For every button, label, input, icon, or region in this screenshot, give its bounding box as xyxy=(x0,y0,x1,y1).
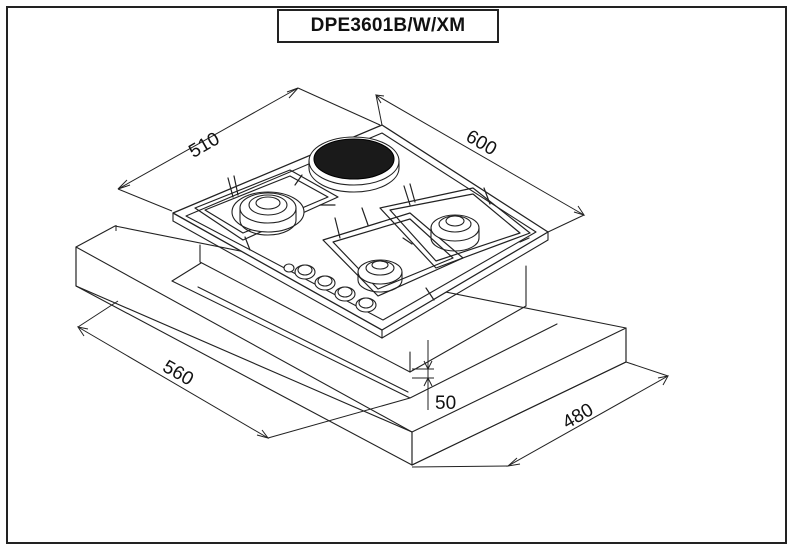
dimension-line-560 xyxy=(76,225,411,439)
control-knobs xyxy=(283,263,377,313)
electric-hotplate xyxy=(308,136,400,193)
dimension-line-50 xyxy=(412,340,434,410)
dimension-label-600: 600 xyxy=(462,126,500,160)
hob-body xyxy=(172,124,549,373)
dimension-label-480: 480 xyxy=(559,399,597,433)
model-title: DPE3601B/W/XM xyxy=(277,9,499,43)
dimension-line-600 xyxy=(375,94,586,233)
dimension-label-50: 50 xyxy=(435,393,456,414)
large-burner xyxy=(231,191,305,236)
front-burner xyxy=(357,259,403,293)
dimension-line-480 xyxy=(411,361,669,468)
pan-support-grates xyxy=(194,169,531,301)
rear-right-burner xyxy=(430,214,480,252)
countertop xyxy=(75,225,627,466)
dimension-line-510 xyxy=(117,87,381,212)
dimension-label-560: 560 xyxy=(159,356,197,390)
